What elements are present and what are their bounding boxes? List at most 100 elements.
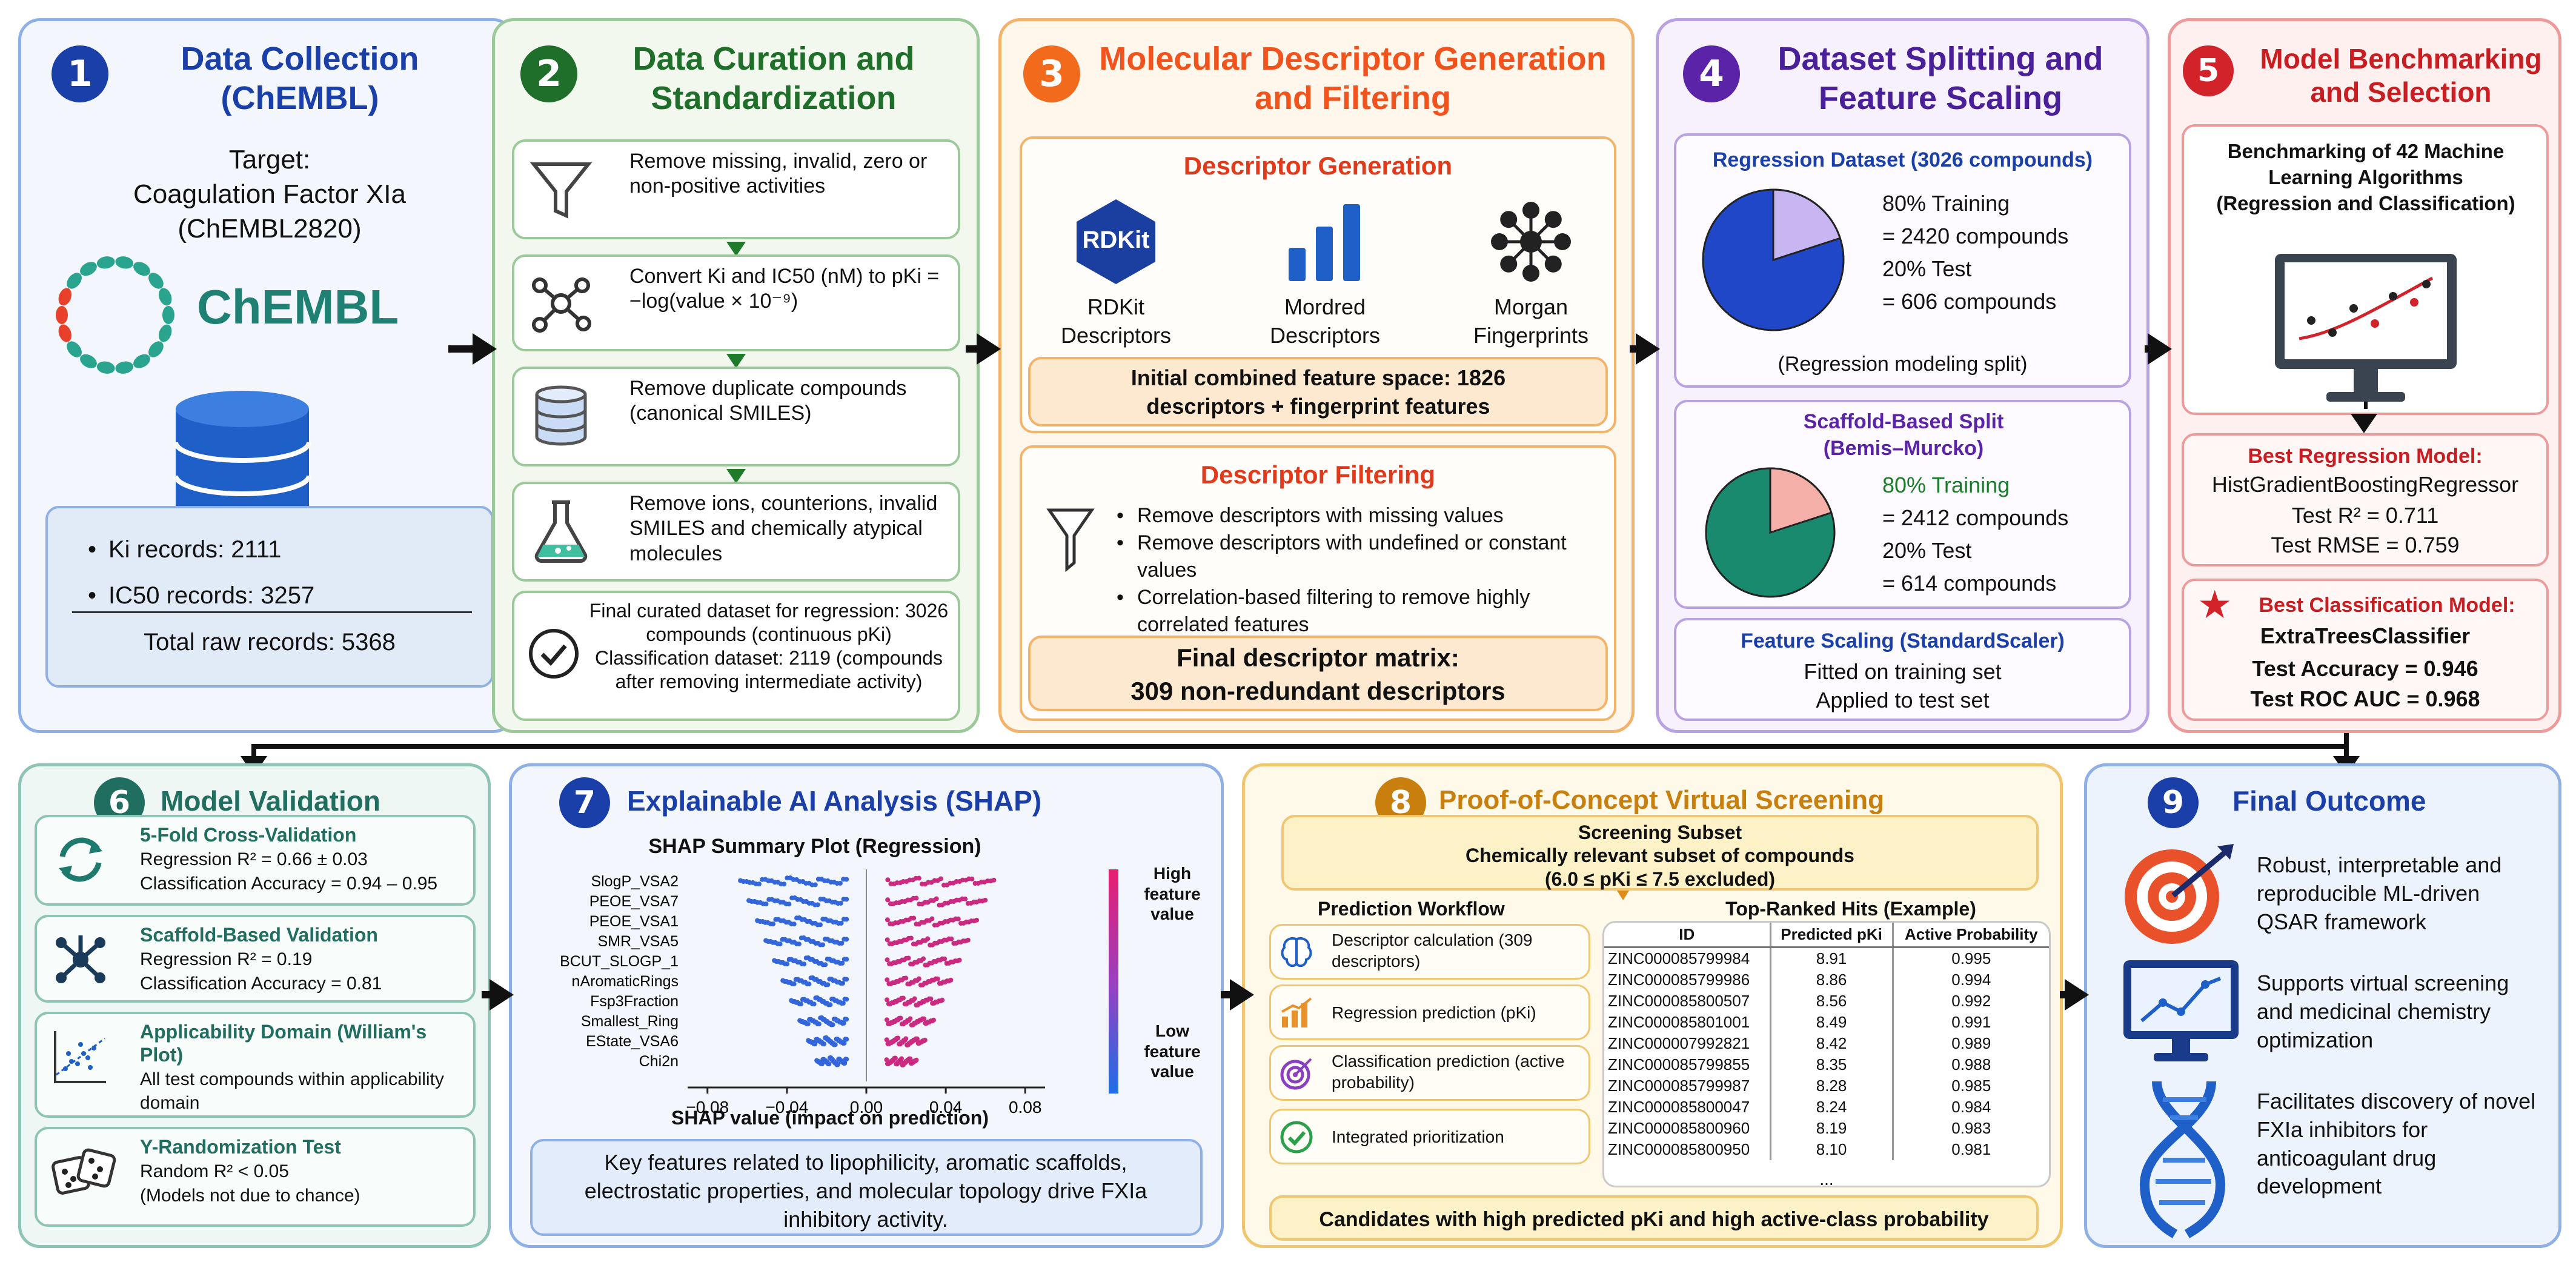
curation-step-text: Remove ions, counterions, invalid SMILES… <box>629 492 938 565</box>
shap-point <box>812 959 817 964</box>
shap-point <box>797 978 802 983</box>
funnel-icon <box>1046 505 1095 575</box>
test-label: 20% Test <box>1882 538 1972 563</box>
scatter-icon <box>50 1026 111 1090</box>
table-ellipsis: ... <box>1819 1170 1834 1189</box>
workflow-step-text: Descriptor calculation (309 descriptors) <box>1332 931 1533 971</box>
shap-point <box>938 998 943 1004</box>
monitor-chart-icon <box>2120 957 2242 1069</box>
shap-point <box>906 1018 912 1023</box>
classification-roc-auc: Test ROC AUC = 0.968 <box>2250 686 2480 712</box>
shap-point <box>957 897 962 903</box>
shap-point <box>908 935 914 941</box>
shap-point <box>818 897 823 902</box>
table-cell: ZINC000085799855 <box>1608 1055 1750 1074</box>
shap-point <box>829 997 835 1002</box>
section-title: Best Regression Model: <box>2248 445 2483 468</box>
shap-point <box>805 919 810 924</box>
shap-point <box>834 881 840 886</box>
table-header: Active Probability <box>1891 923 2049 948</box>
shap-point <box>908 897 914 903</box>
shap-point <box>842 1017 848 1022</box>
shap-point <box>814 1037 819 1042</box>
shap-point <box>906 955 911 961</box>
shap-x-label: SHAP value (impact on prediction) <box>671 1107 989 1129</box>
regression-split-box: Regression Dataset (3026 compounds) 80% … <box>1674 133 2131 388</box>
panel-title: Model Benchmarking and Selection <box>2260 43 2542 108</box>
combined-feature-box: Initial combined feature space: 1826 des… <box>1028 357 1608 427</box>
shap-point <box>753 881 759 886</box>
workflow-step: Classification prediction (active probab… <box>1269 1045 1590 1101</box>
shap-point <box>822 937 828 942</box>
down-arrow-icon <box>726 354 746 368</box>
final-curated-box: Final curated dataset for regression: 30… <box>512 591 960 721</box>
shap-point <box>946 960 952 966</box>
shap-point <box>892 1055 898 1061</box>
shap-feature-label: Fsp3Fraction <box>590 993 679 1010</box>
arrow-head <box>490 979 514 1011</box>
step-number-badge: 1 <box>51 45 108 102</box>
panel-shap-analysis: 7 Explainable AI Analysis (SHAP) SHAP Su… <box>509 763 1224 1248</box>
shap-point <box>766 897 772 902</box>
shap-point <box>824 898 829 903</box>
shap-point <box>778 900 783 905</box>
shap-point <box>951 959 956 964</box>
panel-descriptor-generation: 3 Molecular Descriptor Generation and Fi… <box>998 18 1635 733</box>
shap-point <box>946 978 952 984</box>
down-arrow-icon <box>2351 414 2377 433</box>
shap-point <box>974 899 980 905</box>
table-cell: 0.985 <box>1891 1075 2049 1097</box>
shap-point <box>975 880 981 886</box>
bar-chart-icon <box>1278 995 1315 1034</box>
section-title: Descriptor Generation <box>1183 151 1453 180</box>
shap-point <box>841 877 846 882</box>
shap-point <box>799 961 805 967</box>
validation-title: Applicability Domain (William's Plot) <box>140 1021 427 1066</box>
shap-point <box>921 1038 926 1044</box>
shap-point <box>884 1017 889 1023</box>
shap-feature-label: Chi2n <box>639 1053 679 1070</box>
shap-point <box>838 981 843 986</box>
shap-point <box>895 920 901 926</box>
shap-point <box>798 1019 804 1024</box>
panel-title: Proof-of-Concept Virtual Screening <box>1439 785 1885 815</box>
database-icon <box>167 385 318 530</box>
down-arrow-icon <box>1617 891 1629 900</box>
shap-point <box>929 880 934 885</box>
final-curated-text: Final curated dataset for regression: 30… <box>589 600 949 693</box>
step-number-badge: 9 <box>2148 777 2199 828</box>
shap-point <box>808 957 813 962</box>
shap-point <box>791 877 796 882</box>
shap-point <box>885 997 890 1003</box>
table-cell: ZINC000085800047 <box>1608 1098 1750 1116</box>
benchmark-box: Benchmarking of 42 Machine Learning Algo… <box>2182 124 2549 415</box>
shap-point <box>885 937 890 943</box>
shap-tick-label: 0.00 <box>850 1098 883 1117</box>
shap-point <box>783 901 789 907</box>
shap-point <box>913 1058 918 1064</box>
shap-point <box>795 897 800 902</box>
best-classification-box: ★ Best Classification Model: ExtraTreesC… <box>2182 579 2549 721</box>
shap-point <box>938 957 943 963</box>
shap-point <box>889 941 895 946</box>
panel-title: Explainable AI Analysis (SHAP) <box>627 785 1042 817</box>
validation-title: Y-Randomization Test <box>140 1136 341 1158</box>
shap-point <box>885 877 891 883</box>
shap-point <box>799 917 805 922</box>
workflow-step: Regression prediction (pKi) <box>1269 984 1590 1040</box>
shap-point <box>841 897 846 902</box>
shap-point <box>773 917 778 922</box>
shap-point <box>980 898 985 904</box>
shap-point <box>747 880 752 885</box>
shap-point <box>791 958 796 963</box>
regression-r2: Test R² = 0.711 <box>2291 503 2439 528</box>
table-cell: 8.24 <box>1769 1097 1893 1118</box>
shap-point <box>828 880 834 885</box>
shap-point <box>841 917 846 922</box>
shap-point <box>885 897 891 903</box>
shap-point <box>955 916 961 921</box>
step-number-badge: 7 <box>559 777 610 828</box>
